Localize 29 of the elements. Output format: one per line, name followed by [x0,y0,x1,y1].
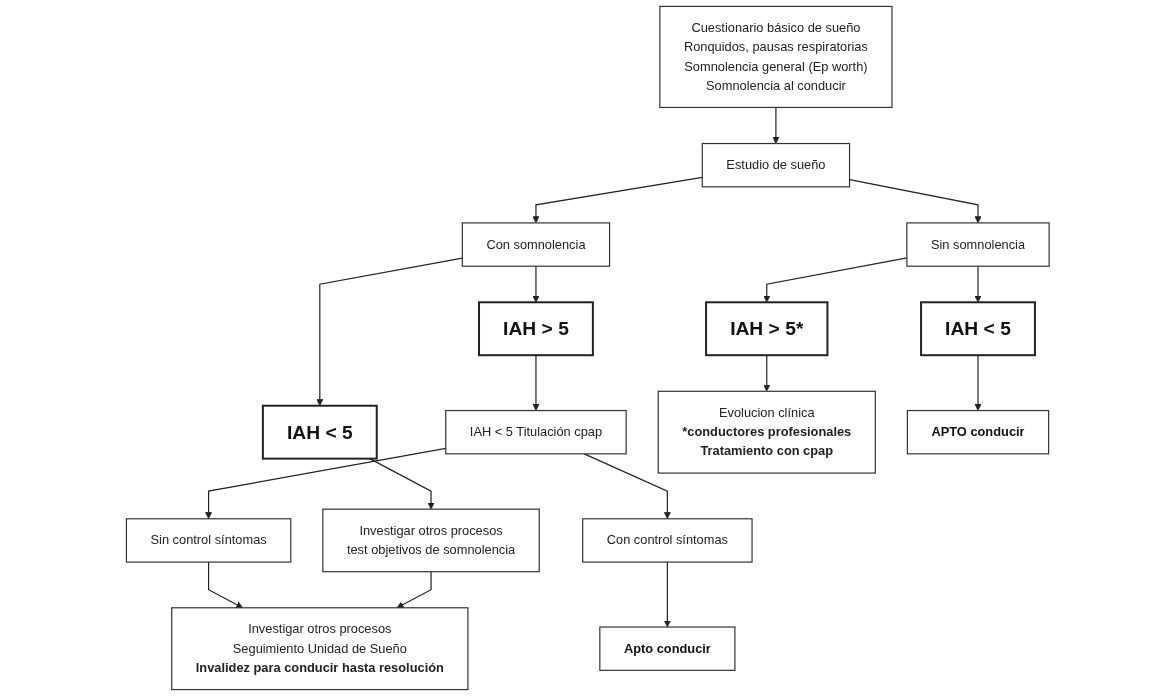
arrow [772,106,780,144]
node-box: Estudio de sueño [701,142,851,188]
arrow [369,458,435,510]
arrow [974,354,982,411]
node-box: Con somnolencia [461,222,611,267]
node-box: Con control síntomas [582,518,753,563]
node-box: Apto conducir [599,626,736,671]
node-box: IAH > 5* [705,301,829,357]
node-box: Sin somnolencia [906,222,1050,267]
arrow [532,354,540,411]
node-box: IAH > 5 [478,301,595,357]
arrow [849,179,982,224]
arrow [208,561,244,609]
arrow [396,571,432,609]
arrow [583,453,672,520]
node-box: IAH < 5 Titulación cpap [445,409,627,455]
node-box: Evolucion clínica *conductores profesionales Tratamiento con cpap [657,390,877,474]
node-box: Cuestionario básico de sueño Ronquidos, pausas respiratorias Somnolencia general (Ep worth) Somnolencia al conducir [659,5,893,109]
arrow [974,265,982,303]
node-box: IAH < 5 [262,404,378,460]
node-box: Investigar otros procesos Seguimiento Unidad de Sueño Invalidez para conducir hasta resolución [171,607,469,691]
arrow [763,257,908,303]
arrow [763,354,771,392]
node-box: IAH < 5 [920,301,1037,357]
node-box: APTO conducir [907,409,1050,455]
arrow [664,561,672,628]
node-box: Investigar otros procesos test objetivos de somnolencia [322,508,541,573]
node-box: Sin control síntomas [126,518,292,563]
arrow [532,265,540,303]
